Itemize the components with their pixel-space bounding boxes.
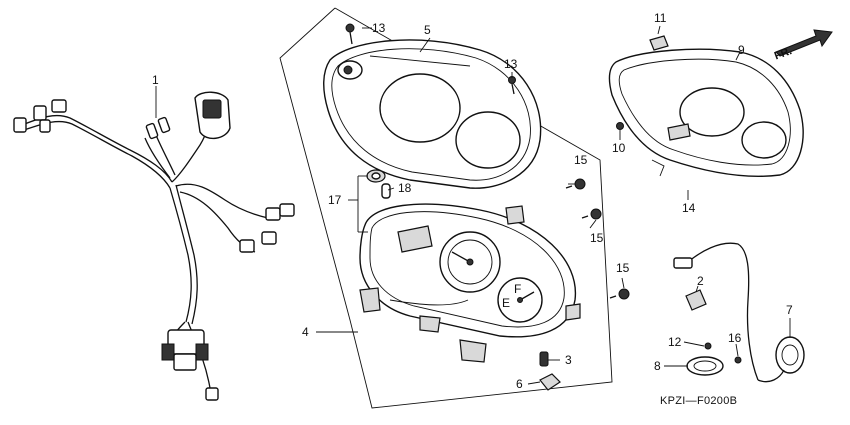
small-parts-3-6 [539,351,561,391]
callout-2: 2 [697,274,704,288]
callout-1: 1 [152,73,159,87]
callout-5: 5 [424,23,431,37]
callout-13b: 13 [504,57,518,71]
callout-12: 12 [668,335,682,349]
front-direction-arrow: FR. [773,29,833,62]
callout-9: 9 [738,43,745,57]
callout-3: 3 [565,353,572,367]
wire-harness [13,91,295,401]
callout-17: 17 [328,193,342,207]
callout-14: 14 [682,201,696,215]
callout-10: 10 [612,141,626,155]
callout-16: 16 [728,331,742,345]
callout-18: 18 [398,181,412,195]
leader-lines [155,25,791,385]
callout-15b: 15 [590,231,604,245]
callout-11: 11 [654,11,667,25]
fuel-full-mark: F [514,282,521,296]
assembly-boundary [279,7,613,409]
direction-label: FR. [773,45,794,62]
callout-4: 4 [302,325,309,339]
callout-6: 6 [516,377,523,391]
speedometer-cable [673,242,805,383]
callout-numbers: 1 2 3 4 5 6 7 8 9 10 11 12 13 13 14 15 1… [152,11,793,391]
screws [345,23,630,300]
grommet-and-bulb [357,169,391,233]
callout-8: 8 [654,359,661,373]
fuel-empty-mark: E [502,296,510,310]
meter-visor [608,35,804,178]
callout-7: 7 [786,303,793,317]
callout-15a: 15 [574,153,588,167]
meter-assembly: F E [359,203,581,363]
callout-15c: 15 [616,261,630,275]
meter-upper-case [323,39,542,189]
callout-13a: 13 [372,21,386,35]
figure-code: KPZI—F0200B [660,395,737,407]
